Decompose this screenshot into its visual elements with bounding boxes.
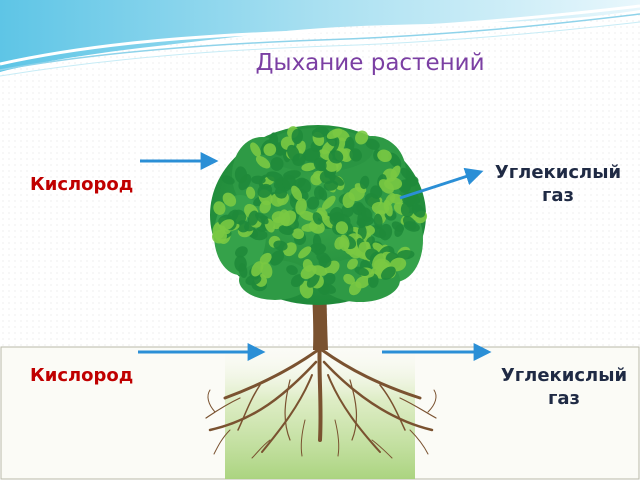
leaf — [214, 229, 228, 242]
leaf — [299, 210, 317, 221]
leaf — [251, 175, 266, 185]
leaf — [348, 281, 362, 296]
leaf — [257, 183, 273, 198]
leaf — [295, 198, 307, 215]
co2-label-top: Углекислый газ — [494, 162, 622, 206]
leaf — [303, 147, 321, 162]
leaf — [406, 192, 419, 208]
leaf — [349, 148, 362, 162]
leaf — [365, 138, 380, 150]
leaf — [251, 261, 264, 277]
top-wave-decoration — [0, 0, 640, 77]
leaf — [390, 165, 401, 180]
leaf — [377, 149, 392, 163]
leaf — [403, 221, 420, 232]
leaf — [235, 246, 248, 258]
leaf — [370, 185, 383, 199]
leaf — [245, 274, 262, 286]
leaf — [274, 187, 288, 199]
leaf — [335, 221, 349, 235]
oxygen-label-bottom: Кислород — [30, 365, 134, 386]
leaf — [278, 224, 294, 236]
leaf — [341, 204, 354, 218]
leaf — [221, 175, 235, 185]
leaf — [383, 199, 393, 217]
leaf — [359, 175, 370, 190]
leaf — [306, 196, 320, 210]
leaf — [297, 178, 312, 193]
leaf — [270, 157, 284, 171]
roots — [205, 336, 437, 459]
diagram-title: Дыхание растений — [255, 50, 485, 76]
leaf — [282, 174, 297, 190]
leaf — [373, 213, 383, 229]
leaf — [292, 228, 305, 240]
leaf — [361, 207, 373, 222]
leaf — [213, 201, 226, 215]
leaf — [384, 177, 403, 191]
leaf — [300, 264, 317, 279]
leaf — [355, 130, 369, 145]
leaf — [397, 249, 415, 260]
leaf — [312, 233, 322, 251]
leaf — [345, 136, 355, 152]
leaf — [222, 192, 237, 207]
tree-leaves — [211, 126, 428, 299]
leaf — [316, 252, 330, 263]
leaf — [291, 185, 303, 201]
leaf — [259, 252, 272, 265]
leaf — [310, 173, 323, 186]
leaf — [273, 240, 288, 251]
leaf — [354, 266, 369, 276]
leaf — [286, 265, 298, 276]
leaf — [380, 266, 396, 280]
leaf — [321, 214, 336, 229]
leaf — [347, 258, 358, 270]
leaf — [219, 219, 235, 231]
leaf — [269, 250, 285, 266]
leaf — [352, 201, 365, 215]
leaf — [286, 144, 300, 162]
leaf — [411, 203, 426, 218]
leaf — [334, 236, 345, 250]
leaf — [318, 187, 328, 201]
leaf — [323, 272, 336, 286]
leaf — [255, 155, 271, 169]
leaf — [238, 263, 248, 278]
leaf — [280, 210, 297, 227]
leaf — [291, 128, 304, 145]
leaf — [394, 224, 404, 237]
leaf — [298, 246, 312, 259]
leaf — [348, 187, 365, 202]
leaf — [313, 157, 327, 172]
leaf — [234, 166, 248, 184]
co2-label-bottom: Углекислый газ — [500, 365, 628, 409]
leaf — [250, 142, 261, 157]
leaf — [259, 200, 271, 214]
leaf — [312, 212, 323, 225]
leaf — [263, 143, 277, 156]
leaf — [322, 195, 336, 210]
leaf — [326, 128, 343, 140]
oxygen-label-top: Кислород — [30, 174, 134, 195]
leaf — [247, 210, 259, 226]
leaf — [301, 162, 317, 172]
leaf — [379, 223, 393, 241]
leaf — [290, 274, 305, 288]
leaf — [319, 170, 336, 184]
leaf — [311, 126, 329, 138]
leaf — [246, 186, 256, 199]
leaf — [343, 273, 355, 285]
co2-arrow-top — [399, 167, 484, 200]
leaf — [328, 150, 344, 164]
